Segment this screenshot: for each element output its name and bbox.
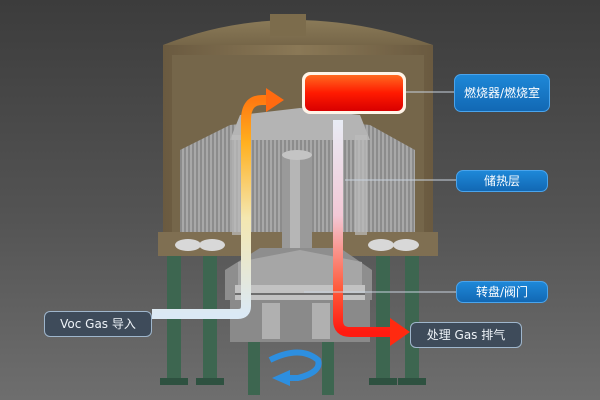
rotation-arrow-icon [268,349,322,386]
leader-lines [304,91,456,293]
treated-exhaust-flow [333,120,410,346]
label-voc-inlet: Voc Gas 导入 [44,311,152,337]
label-treated-exhaust: 处理 Gas 排气 [410,322,522,348]
support-columns [160,255,426,395]
voc-inlet-flow [152,88,284,319]
label-rotary-valve: 转盘/阀门 [456,281,548,303]
label-burner-chamber: 燃烧器/燃烧室 [454,74,550,112]
label-heat-storage: 储热层 [456,170,548,192]
burner-chamber [302,72,406,114]
